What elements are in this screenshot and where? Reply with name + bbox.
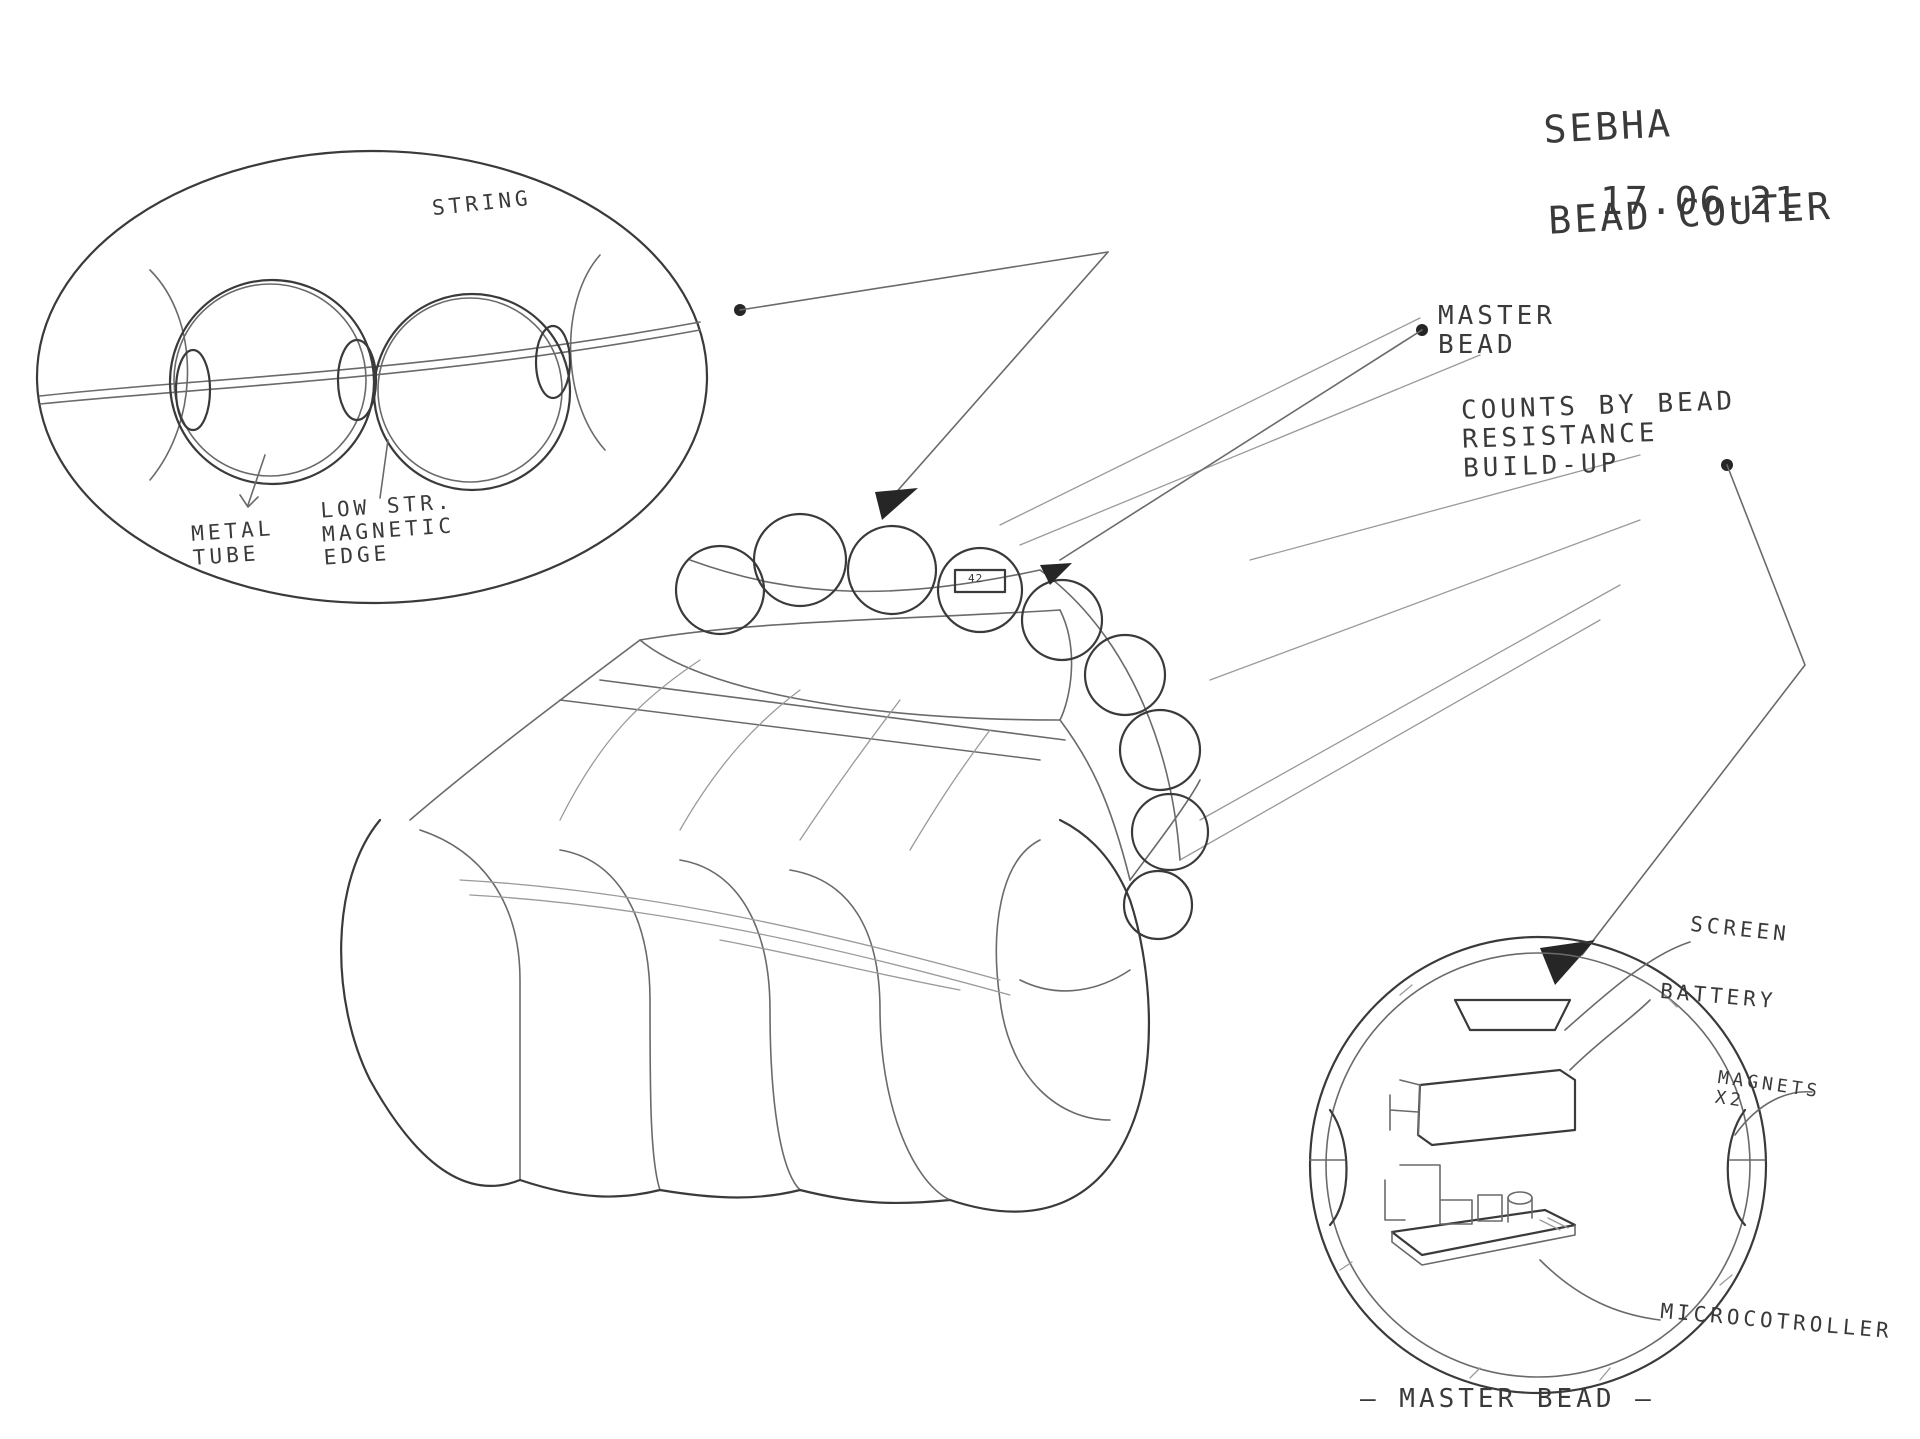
bracelet-bead <box>752 512 848 608</box>
bracelet-bead <box>1083 633 1167 717</box>
bracelet-bead <box>1122 869 1194 941</box>
leader-microcontroller <box>1539 1259 1661 1321</box>
label-counting-note: COUNTS BY BEAD RESISTANCE BUILD-UP <box>1460 386 1737 484</box>
finger-index <box>340 818 522 1188</box>
cutaway-magnet-right <box>1726 1108 1747 1227</box>
master-bead-screen <box>953 568 1007 594</box>
arrowhead-bracelet <box>875 488 918 520</box>
bracelet-bead <box>1118 708 1202 792</box>
cutaway-caption: — MASTER BEAD — <box>1360 1384 1655 1414</box>
detail-string-line <box>39 321 701 397</box>
bracelet-bead <box>1020 578 1104 662</box>
label-metal-tube: METAL TUBE <box>190 516 276 570</box>
arrowhead-cutaway <box>1540 940 1595 985</box>
sheet-date: 17.06-21 <box>1600 179 1800 223</box>
cutaway-microcontroller-board <box>1390 1208 1577 1257</box>
sebha-bracelet <box>674 512 1210 941</box>
detail-metal-tube-left <box>174 348 212 432</box>
arrowhead-master-bead <box>1040 563 1072 585</box>
bracelet-bead <box>674 544 766 636</box>
title-line-1: SEBHA <box>1542 100 1674 152</box>
bead-screen-value: 42 <box>968 572 984 585</box>
connector-note-to-cutaway <box>1540 459 1806 985</box>
connector-master-bead-label <box>1040 324 1428 585</box>
cutaway-outer-shell <box>1308 935 1768 1395</box>
detail-callout-beads <box>35 149 709 605</box>
detail-magnetic-edge-middle <box>336 338 378 422</box>
cutaway-inner-shell <box>1325 952 1751 1378</box>
bracelet-bead <box>846 524 938 616</box>
bracelet-master-bead <box>936 546 1024 634</box>
leader-magnets <box>1734 1090 1813 1136</box>
label-master-bead: MASTER BEAD <box>1438 301 1556 361</box>
label-magnetic-edge: LOW STR. MAGNETIC EDGE <box>319 489 456 570</box>
cutaway-magnet-left <box>1328 1108 1348 1227</box>
detail-magnetic-edge-right <box>534 324 572 400</box>
detail-bead-right <box>372 292 572 492</box>
connector-detail-to-bracelet <box>734 251 1109 520</box>
finger-thumb <box>948 818 1151 1213</box>
leader-screen <box>1564 941 1691 1031</box>
hand-with-sebha-sketch <box>340 317 1641 1213</box>
leader-battery <box>1569 999 1651 1071</box>
cutaway-screen <box>1453 998 1572 1032</box>
master-bead-cutaway <box>1308 935 1813 1395</box>
bracelet-string <box>689 559 1181 861</box>
detail-ellipse-outline <box>35 149 709 605</box>
cutaway-battery <box>1416 1068 1577 1147</box>
bracelet-bead <box>1130 792 1210 872</box>
